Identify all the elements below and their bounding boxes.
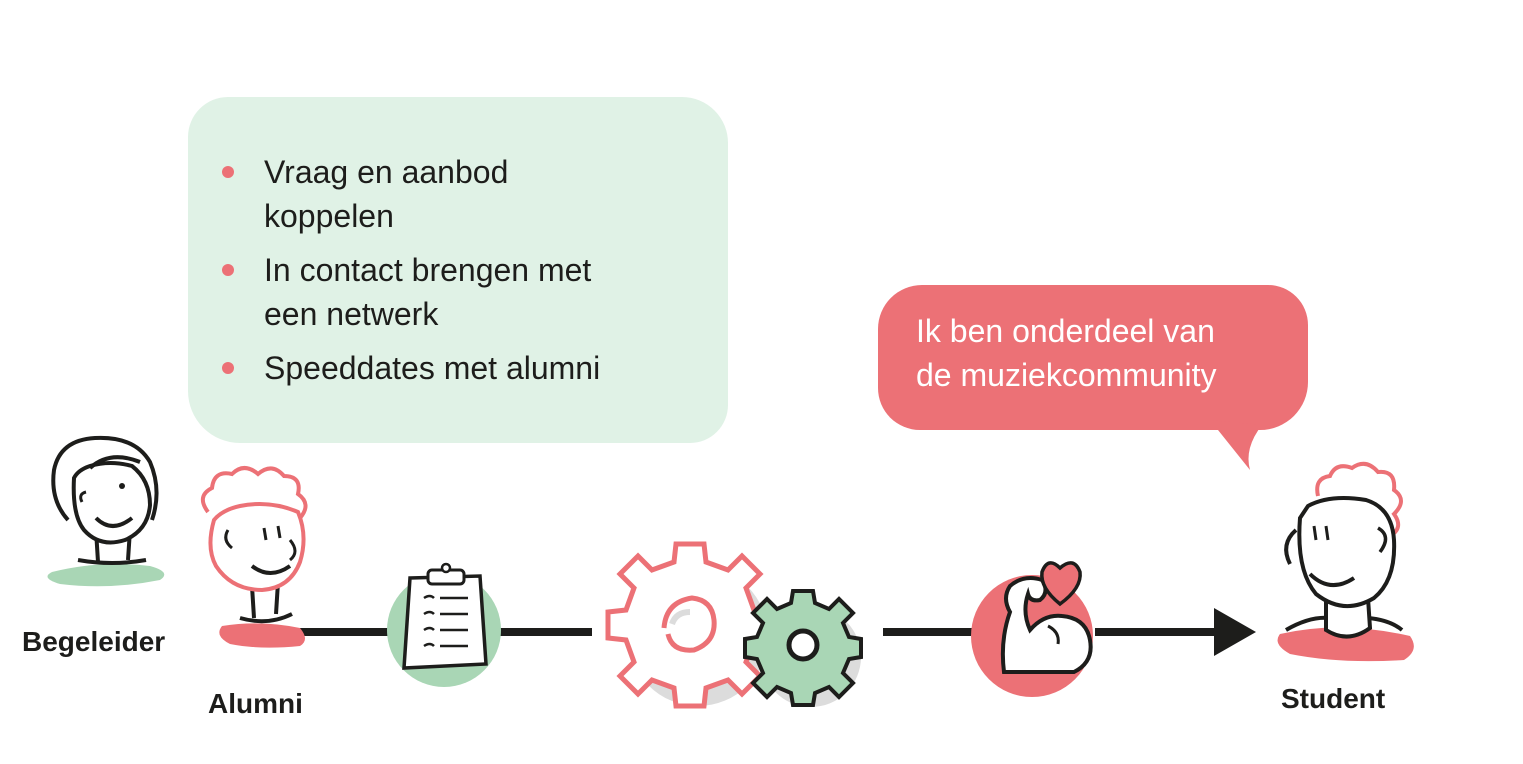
arrow-right-icon: [1214, 608, 1256, 656]
alumni-avatar: [200, 466, 308, 648]
actions-list-item: Vraag en aanbod koppelen: [222, 150, 702, 238]
actions-list-item: Speeddates met alumni: [222, 346, 702, 390]
speech-bubble: [878, 285, 1308, 430]
bullet-dot: [222, 166, 234, 178]
strong-arm-heart-icon: [971, 561, 1093, 697]
bullet-dot: [222, 362, 234, 374]
student-label: Student: [1281, 683, 1386, 714]
speech-bubble-text: Ik ben onderdeel van de muziekcommunity: [916, 313, 1217, 393]
alumni-label: Alumni: [208, 688, 303, 719]
actions-item-text: In contact brengen met een netwerk: [264, 252, 592, 332]
actions-item-text: Vraag en aanbod koppelen: [264, 154, 509, 234]
bullet-dot: [222, 264, 234, 276]
begeleider-label: Begeleider: [22, 626, 166, 657]
gears-icon: [605, 541, 863, 709]
clipboard-icon: [387, 562, 501, 687]
actions-list-item: In contact brengen met een netwerk: [222, 248, 702, 336]
actions-bubble: [188, 97, 728, 443]
actions-item-text: Speeddates met alumni: [264, 350, 601, 386]
student-avatar: [1277, 461, 1414, 662]
actions-list: Vraag en aanbod koppelen In contact bren…: [222, 150, 702, 400]
begeleider-avatar: [47, 435, 165, 587]
